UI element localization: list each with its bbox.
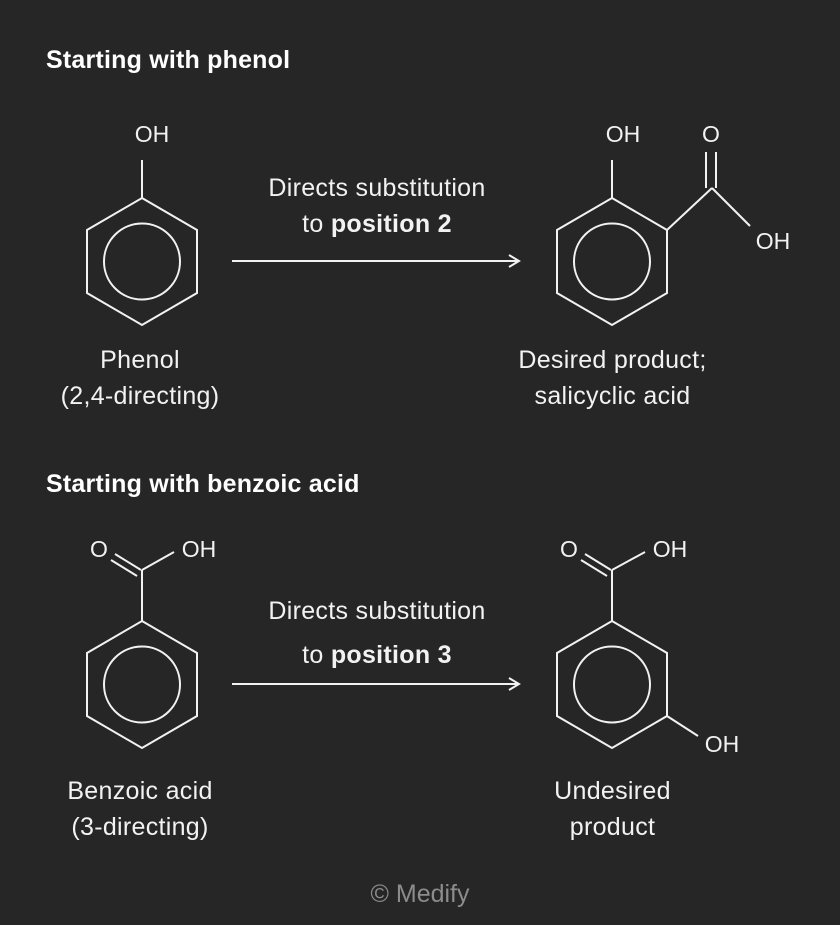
phenol-ring xyxy=(86,196,198,327)
benzoic-acid-structure: O OH xyxy=(86,536,217,750)
benzoic-acid-label: Benzoic acid (3-directing) xyxy=(30,773,250,845)
undesired-carbonyl-bond-a xyxy=(584,553,612,571)
phenol-name: Phenol xyxy=(100,346,180,374)
phenol-label: Phenol (2,4-directing) xyxy=(30,342,250,414)
undesired-product-line1: Undesired xyxy=(554,777,671,805)
salicylic-carboxyl-bond xyxy=(666,187,713,231)
undesired-hydroxyl-bond xyxy=(611,551,646,571)
salicylic-acid-line2: salicyclic acid xyxy=(534,382,691,410)
phenol-directing: (2,4-directing) xyxy=(60,382,220,410)
section1-arrow-bold: position 2 xyxy=(330,210,452,238)
section1-arrow-line1: Directs substitution xyxy=(268,174,486,202)
salicylic-oh-atom: OH xyxy=(606,121,641,147)
section2-arrow-text: Directs substitution to position 3 xyxy=(222,593,532,673)
benzoic-acid-directing: (3-directing) xyxy=(71,813,209,841)
benzoic-oh-atom: OH xyxy=(182,536,217,562)
phenol-aromatic-circle xyxy=(103,222,181,301)
benzoic-aromatic-circle xyxy=(103,645,181,724)
undesired-carboxyl-oh-atom: OH xyxy=(653,536,688,562)
section2-arrow-bold: position 3 xyxy=(330,641,452,669)
undesired-product-label: Undesired product xyxy=(500,773,725,845)
copyright-footer: © Medify xyxy=(370,880,470,908)
salicylic-aromatic-circle xyxy=(573,222,651,301)
section2-heading: Starting with benzoic acid xyxy=(46,470,360,498)
undesired-ring-oh-atom: OH xyxy=(705,731,740,757)
section1-arrow-prefix: to xyxy=(302,210,331,238)
salicylic-carbonyl-o-atom: O xyxy=(702,121,720,147)
undesired-ring xyxy=(556,619,668,750)
salicylic-acid-label: Desired product; salicyclic acid xyxy=(490,342,735,414)
salicylic-hydroxyl-bond xyxy=(711,187,751,227)
benzoic-hydroxyl-bond xyxy=(141,551,175,571)
benzoic-ring xyxy=(86,619,198,750)
undesired-ring-oh-bond xyxy=(666,715,699,737)
benzoic-carbonyl-bond-a xyxy=(114,553,142,571)
benzoic-carbonyl-bond-b xyxy=(110,559,138,577)
section1-heading: Starting with phenol xyxy=(46,46,291,74)
undesired-carbonyl-o-atom: O xyxy=(560,536,578,562)
salicylic-carboxyl-oh-atom: OH xyxy=(756,228,791,254)
salicylic-acid-line1: Desired product; xyxy=(518,346,707,374)
undesired-aromatic-circle xyxy=(573,645,651,724)
phenol-oh-atom: OH xyxy=(135,121,170,147)
section2-arrow-prefix: to xyxy=(302,641,331,669)
salicylic-acid-structure: OH O OH xyxy=(556,121,791,327)
undesired-product-line2: product xyxy=(569,813,656,841)
section1-arrow-text: Directs substitution to position 2 xyxy=(222,170,532,242)
phenol-structure: OH xyxy=(86,121,198,327)
undesired-carbonyl-bond-b xyxy=(580,559,608,577)
section2-arrow-line1: Directs substitution xyxy=(268,597,486,625)
undesired-product-structure: O OH OH xyxy=(556,536,740,757)
benzoic-carbonyl-o-atom: O xyxy=(90,536,108,562)
benzoic-acid-name: Benzoic acid xyxy=(67,777,213,805)
